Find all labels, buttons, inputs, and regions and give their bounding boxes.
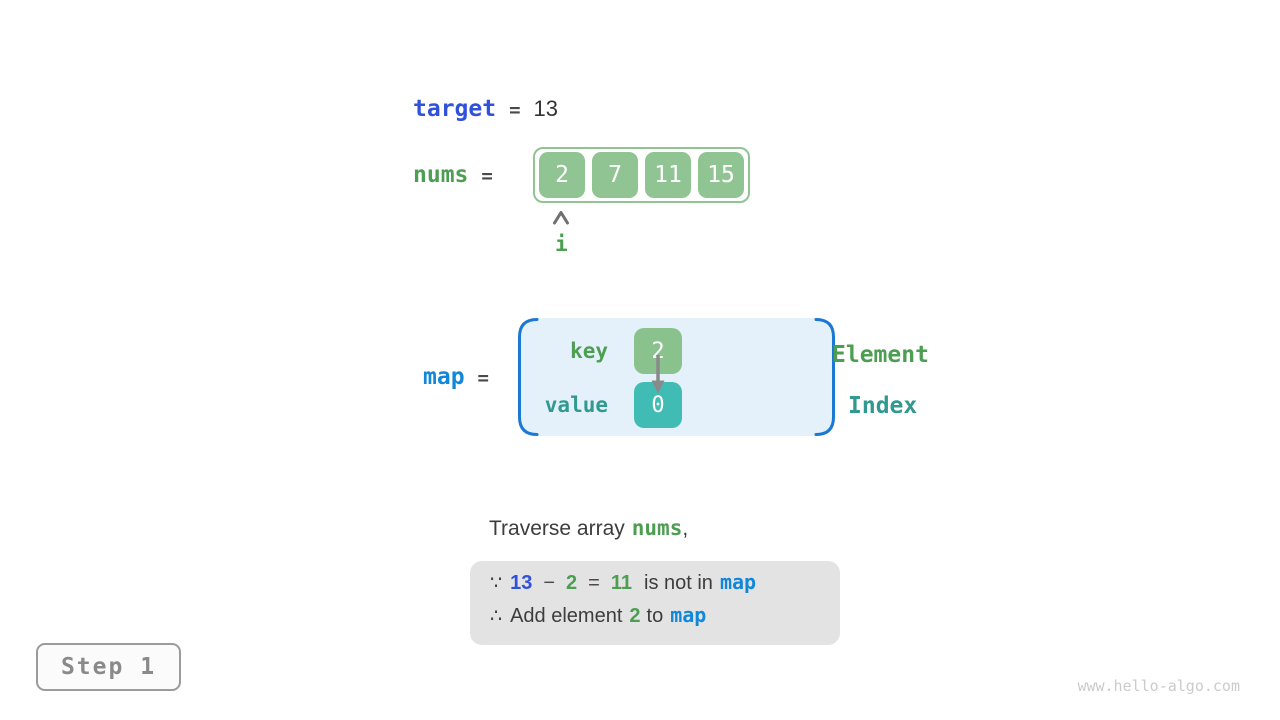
- target-value: 13: [533, 96, 559, 121]
- map-value-label: value: [544, 393, 608, 417]
- map-left-bracket-icon: [518, 318, 539, 436]
- note-line-therefore: ∴ Add element 2 to map: [490, 603, 840, 636]
- watermark: www.hello-algo.com: [1077, 677, 1240, 695]
- target-line: target = 13: [413, 96, 558, 122]
- target-keyword: target: [413, 96, 497, 122]
- map-label: map =: [423, 364, 502, 390]
- note-target-value: 13: [510, 572, 533, 594]
- therefore-symbol: ∴: [490, 606, 503, 627]
- reasoning-note-box: ∵ 13 − 2 = 11 is not in map ∴ Add elemen…: [470, 561, 840, 645]
- step-badge: Step 1: [36, 643, 181, 691]
- caption-comma: ,: [682, 517, 689, 540]
- note-line-because: ∵ 13 − 2 = 11 is not in map: [490, 570, 840, 603]
- map-value-cell: 0: [634, 382, 682, 428]
- array-cell: 11: [645, 152, 691, 198]
- equals-sign: =: [588, 572, 600, 594]
- index-pointer-label: i: [555, 232, 568, 256]
- equals-sign: =: [509, 99, 521, 121]
- index-annotation: Index: [848, 393, 918, 419]
- nums-label: nums =: [413, 162, 506, 188]
- note-map-ref: map: [719, 570, 757, 594]
- map-key-label: key: [570, 339, 608, 363]
- array-cell: 15: [698, 152, 744, 198]
- element-annotation: Element: [832, 342, 929, 368]
- note-text: Add element: [510, 605, 623, 627]
- array-cell: 7: [592, 152, 638, 198]
- caption-text: Traverse array: [489, 517, 625, 540]
- caption-nums-highlight: nums: [631, 516, 683, 540]
- map-right-bracket-icon: [814, 318, 835, 436]
- key-to-value-arrow-icon: [651, 355, 665, 394]
- map-keyword: map: [423, 364, 465, 390]
- caption-line: Traverse array nums ,: [489, 516, 688, 541]
- note-text: to: [646, 605, 664, 627]
- minus-sign: −: [543, 572, 556, 594]
- equals-sign: =: [481, 165, 493, 187]
- note-element-value: 2: [566, 572, 578, 594]
- index-pointer-caret-icon: [553, 211, 569, 225]
- note-element-value: 2: [629, 605, 641, 627]
- note-map-ref: map: [670, 603, 707, 627]
- nums-array: 2 7 11 15: [533, 147, 750, 203]
- note-text: is not in: [644, 572, 713, 594]
- because-symbol: ∵: [490, 573, 503, 594]
- array-cell: 2: [539, 152, 585, 198]
- note-difference-value: 11: [610, 572, 632, 594]
- nums-keyword: nums: [413, 162, 469, 188]
- equals-sign: =: [477, 367, 489, 389]
